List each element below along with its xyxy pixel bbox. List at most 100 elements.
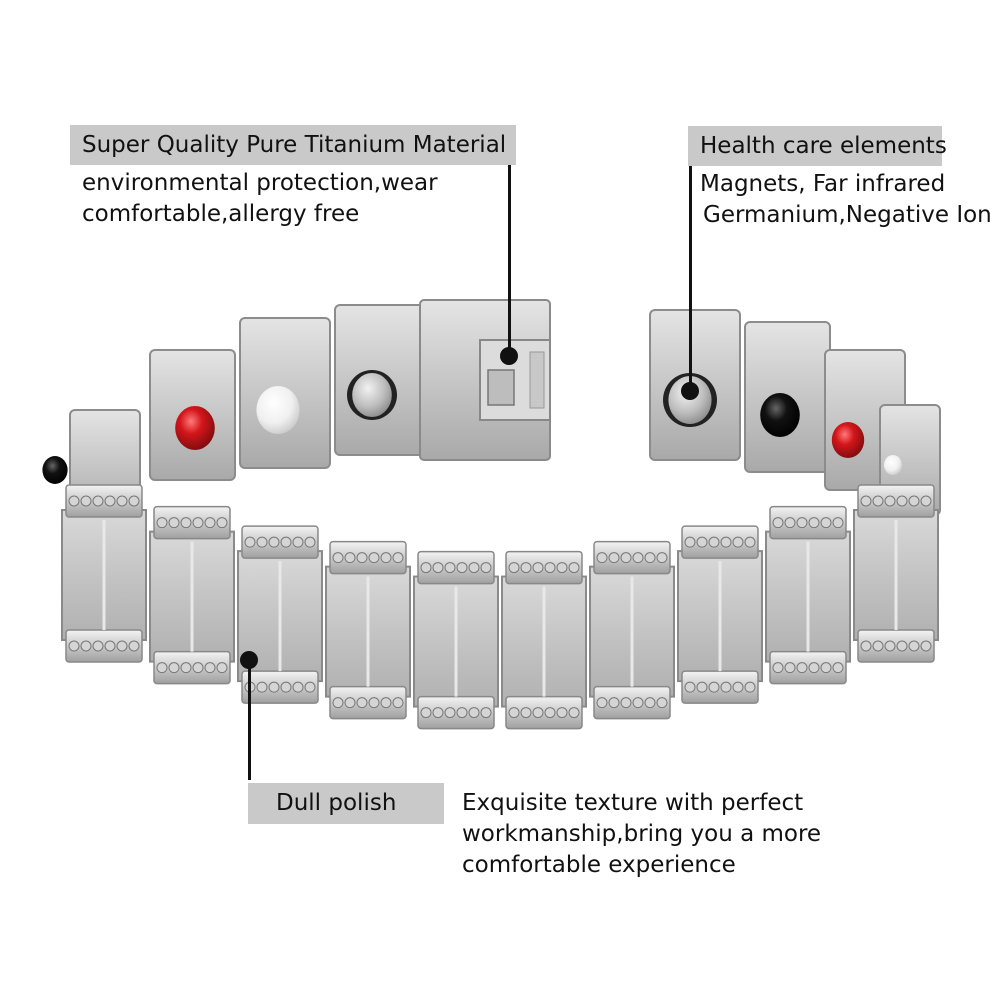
bead [204,517,216,529]
bead [392,552,404,564]
material-pointer-dot [500,347,518,365]
bead [80,640,92,652]
bead [772,662,784,674]
bead [332,697,344,709]
front-link-top-strip [769,505,847,540]
bead [568,707,580,719]
bead [92,640,104,652]
bead [68,640,80,652]
clasp [419,299,551,461]
bead [596,697,608,709]
bead [808,517,820,529]
bead [480,562,492,574]
bead [656,552,668,564]
bead [456,707,468,719]
bead [356,697,368,709]
polish-line-3: comfortable experience [462,852,736,878]
bead [860,495,872,507]
magnet-stone [352,373,392,417]
front-link-top-strip [329,540,407,575]
bead [920,495,932,507]
polish-line-2: workmanship,bring you a more [462,821,822,847]
health-title: Health care elements [688,126,947,166]
bead [884,640,896,652]
bead [180,662,192,674]
bead [104,640,116,652]
bead [156,662,168,674]
bead [608,552,620,564]
bead [644,697,656,709]
bead [620,552,632,564]
bead [644,552,656,564]
bead [444,562,456,574]
front-link-top-strip [65,484,143,518]
bead [180,517,192,529]
bead [684,536,696,548]
bead [596,552,608,564]
front-link-top-strip [241,525,319,559]
bead [608,697,620,709]
health-line-1: Magnets, Far infrared [700,171,946,197]
bead [732,536,744,548]
bead [156,517,168,529]
bead [772,517,784,529]
bead [796,517,808,529]
bead [168,662,180,674]
bead [656,697,668,709]
bead [304,536,316,548]
bead [696,681,708,693]
bead [556,562,568,574]
material-pointer-line [508,165,511,355]
front-link-top-strip [153,505,231,540]
black-stone [42,456,68,484]
bead [256,536,268,548]
bead [468,562,480,574]
polish-pointer-dot [240,651,258,669]
bead [104,495,116,507]
bead [832,662,844,674]
bead [116,495,128,507]
bead [244,536,256,548]
bead [256,681,268,693]
material-line-1: environmental protection,wear [82,170,438,196]
bead [468,707,480,719]
white-stone [256,386,300,434]
bead [720,536,732,548]
bead [216,517,228,529]
red-stone [175,406,215,450]
bead [508,707,520,719]
bead [872,640,884,652]
bead [80,495,92,507]
bead [128,495,140,507]
bracelet-back-links [42,304,941,521]
bead [896,495,908,507]
bead [432,707,444,719]
bead [344,697,356,709]
bead [168,517,180,529]
bead [292,536,304,548]
bead [808,662,820,674]
material-description: environmental protection,wear comfortabl… [82,168,438,230]
bead [544,707,556,719]
bead [268,681,280,693]
bead [632,552,644,564]
bead [128,640,140,652]
health-pointer-line [689,166,692,392]
bead [620,697,632,709]
bead [908,495,920,507]
bead [796,662,808,674]
front-link-top-strip [681,525,759,559]
bead [304,681,316,693]
material-title: Super Quality Pure Titanium Material [70,125,516,165]
bead [696,536,708,548]
bead [280,536,292,548]
bracelet-front-links [61,484,939,730]
bead [380,697,392,709]
health-pointer-dot [681,382,699,400]
bead [280,681,292,693]
polish-pointer-line [248,660,251,780]
bead [568,562,580,574]
bead [708,536,720,548]
bead [204,662,216,674]
bead [520,707,532,719]
